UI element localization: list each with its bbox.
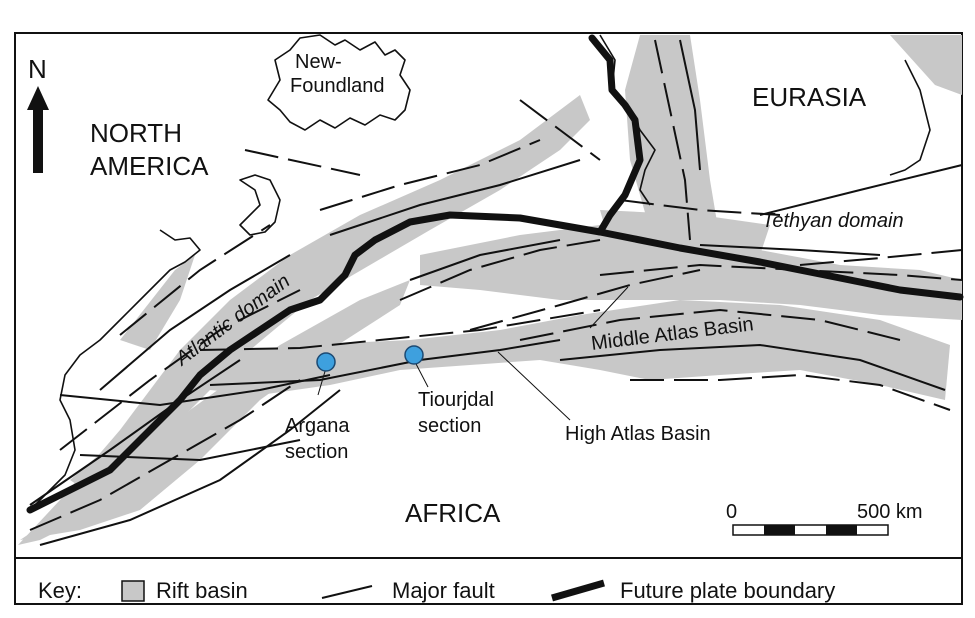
fault (329, 159, 581, 236)
western-basin-block (120, 255, 195, 350)
high-atlas-label: High Atlas Basin (565, 423, 711, 445)
fault (679, 39, 701, 171)
fault (399, 239, 601, 301)
argana-label-line1: Argana (285, 415, 350, 437)
atlantic-rift-basin (18, 95, 590, 545)
rift-basins (18, 35, 962, 545)
fault (39, 389, 341, 546)
north-arrow-shaft (33, 108, 43, 173)
high-atlas-leader (497, 351, 571, 421)
argana-leader (317, 367, 327, 396)
fault (59, 289, 301, 451)
rift-basin-legend-label: Rift basin (156, 578, 248, 603)
north-america-label-line1: NORTH (90, 118, 182, 148)
major-fault-legend-label: Major fault (392, 578, 495, 603)
north-america-coast (29, 229, 201, 511)
legend: Key: Rift basin Major fault Future plate… (38, 578, 835, 603)
fault (559, 343, 946, 391)
fault (654, 39, 691, 241)
fault (409, 239, 561, 281)
fault (99, 254, 291, 391)
fault (199, 309, 601, 351)
fault (59, 374, 331, 407)
major-fault-swatch (321, 585, 373, 599)
major-faults (29, 39, 963, 546)
tiourjdal-leader (413, 359, 429, 388)
fault (630, 373, 951, 411)
fault (619, 199, 781, 216)
plate-boundary-branch (588, 34, 644, 236)
future-plate-boundary (26, 211, 964, 514)
tiourjdal-label-line2: section (418, 415, 481, 437)
fault (29, 379, 301, 531)
scale-bar: 0 500 km (726, 501, 923, 536)
fault (244, 149, 361, 176)
tethyan-north-basin (625, 35, 720, 255)
north-arrow: N (27, 54, 49, 173)
rift-basin-swatch (121, 580, 145, 602)
plate-boundary-swatch (551, 579, 605, 602)
fault (699, 244, 881, 256)
north-label: N (28, 54, 47, 84)
ne-corner-basin (890, 35, 962, 95)
north-america-label-line2: AMERICA (90, 151, 209, 181)
fault (519, 308, 901, 341)
eurasia-label: EURASIA (752, 82, 867, 112)
argana-marker (316, 352, 336, 372)
scale-bar-segment (764, 525, 795, 535)
plate-boundary-legend-label: Future plate boundary (620, 578, 835, 603)
eurasia-east-coast (889, 59, 931, 176)
scale-bar-outline (732, 524, 889, 536)
scale-bar-segment (826, 525, 857, 535)
fault (799, 249, 963, 266)
high-atlas-basin (200, 300, 950, 400)
newfoundland-label-line2: Foundland (290, 75, 385, 97)
tiourjdal-marker (404, 345, 424, 365)
tethyan-domain-label: Tethyan domain (762, 210, 904, 232)
fault (469, 269, 701, 331)
fault (519, 99, 601, 161)
newfoundland-label-line1: New- (295, 51, 342, 73)
plate-boundaries (26, 34, 964, 514)
coastlines (29, 34, 931, 511)
fault (759, 164, 963, 216)
argana-label-line2: section (285, 441, 348, 463)
legend-title: Key: (38, 578, 82, 603)
tiourjdal-label-line1: Tiourjdal (418, 389, 494, 411)
fault (119, 224, 271, 336)
scale-start-label: 0 (726, 501, 737, 523)
middle-atlas-leader (589, 286, 629, 329)
north-america-island (239, 174, 281, 236)
fault (319, 139, 541, 211)
africa-label: AFRICA (405, 498, 501, 528)
fault (29, 359, 241, 506)
scale-end-label: 500 km (857, 501, 923, 523)
north-arrow-head (27, 86, 49, 110)
newfoundland-coast (267, 34, 411, 131)
